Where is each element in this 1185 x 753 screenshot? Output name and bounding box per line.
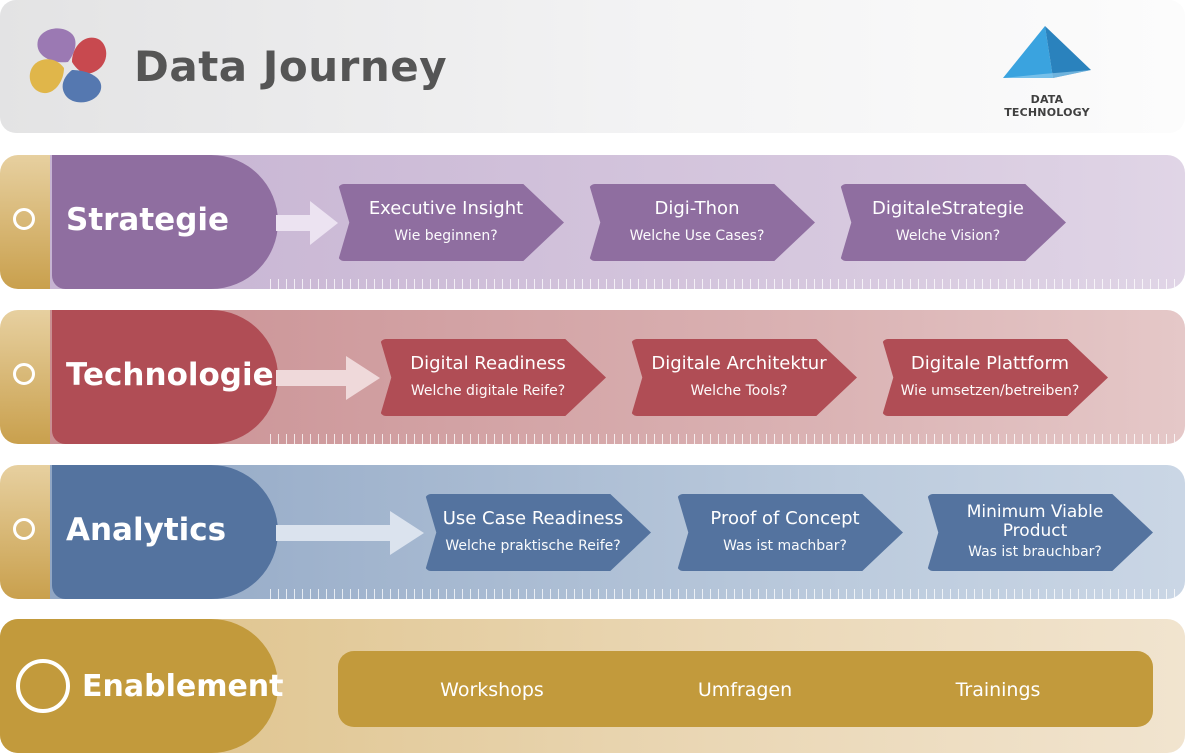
step-executive-insight[interactable]: Executive Insight Wie beginnen? (338, 184, 564, 261)
arrow-right-icon (276, 511, 424, 555)
lane-title: Strategie (66, 202, 230, 238)
lane-header (52, 310, 278, 444)
step-title: Digi-Thon (654, 198, 740, 219)
tick-ruler (270, 589, 1175, 599)
ring-icon (16, 659, 70, 713)
interlocking-swirl-logo-icon (29, 28, 107, 103)
lane-strategie: Strategie Executive Insight Wie beginnen… (0, 155, 1185, 289)
ring-icon (13, 518, 35, 540)
enablement-item-workshops[interactable]: Workshops (440, 679, 544, 701)
step-subtitle: Wie beginnen? (394, 228, 498, 244)
step-digi-thon[interactable]: Digi-Thon Welche Use Cases? (589, 184, 815, 261)
ring-icon (13, 208, 35, 230)
step-title: Executive Insight (368, 198, 524, 219)
step-subtitle: Was ist brauchbar? (968, 544, 1102, 560)
tick-ruler (270, 279, 1175, 289)
step-subtitle: Welche Use Cases? (629, 228, 765, 244)
ring-icon (13, 363, 35, 385)
step-title: Digitale Architektur (651, 353, 827, 374)
lane-header (52, 465, 278, 599)
step-digitale-architektur[interactable]: Digitale Architektur Welche Tools? (631, 339, 857, 416)
step-title: Minimum Viable Product (966, 502, 1104, 541)
step-subtitle: Wie umsetzen/betreiben? (900, 383, 1080, 399)
step-minimum-viable-product[interactable]: Minimum Viable Product Was ist brauchbar… (927, 494, 1153, 571)
tick-ruler (270, 434, 1175, 444)
app-title: Data Journey (134, 42, 448, 91)
step-subtitle: Was ist machbar? (723, 538, 847, 554)
enablement-item-trainings[interactable]: Trainings (955, 679, 1041, 701)
lane-header (52, 155, 278, 289)
step-digitale-plattform[interactable]: Digitale Plattform Wie umsetzen/betreibe… (882, 339, 1108, 416)
step-title: Digital Readiness (410, 353, 566, 374)
step-title: Proof of Concept (710, 508, 860, 529)
arrow-right-icon (276, 201, 338, 245)
lane-title: Technologie (66, 357, 274, 393)
enablement-items-box: Workshops Umfragen Trainings (338, 651, 1153, 727)
step-title: Use Case Readiness (442, 508, 624, 529)
lane-technologie: Technologie Digital Readiness Welche dig… (0, 310, 1185, 444)
step-title: DigitaleStrategie (872, 198, 1024, 219)
lane-title: Analytics (66, 512, 227, 548)
step-subtitle: Welche digitale Reife? (410, 383, 566, 399)
pyramid-logo-icon (1003, 26, 1091, 78)
step-subtitle: Welche Tools? (690, 383, 788, 399)
lane-title: Enablement (82, 669, 284, 704)
step-proof-of-concept[interactable]: Proof of Concept Was ist machbar? (677, 494, 903, 571)
step-digital-readiness[interactable]: Digital Readiness Welche digitale Reife? (380, 339, 606, 416)
brand-label: DATA TECHNOLOGY (1004, 93, 1090, 119)
step-subtitle: Welche praktische Reife? (445, 538, 621, 554)
step-subtitle: Welche Vision? (895, 228, 1001, 244)
lane-analytics: Analytics Use Case Readiness Welche prak… (0, 465, 1185, 599)
header-bar: Data Journey DATA TECHNOLOGY (0, 0, 1185, 133)
enablement-item-umfragen[interactable]: Umfragen (697, 679, 793, 701)
step-use-case-readiness[interactable]: Use Case Readiness Welche praktische Rei… (425, 494, 651, 571)
lane-enablement: Enablement Workshops Umfragen Trainings (0, 619, 1185, 753)
step-title: Digitale Plattform (910, 353, 1070, 374)
step-digitale-strategie[interactable]: DigitaleStrategie Welche Vision? (840, 184, 1066, 261)
arrow-right-icon (276, 356, 380, 400)
